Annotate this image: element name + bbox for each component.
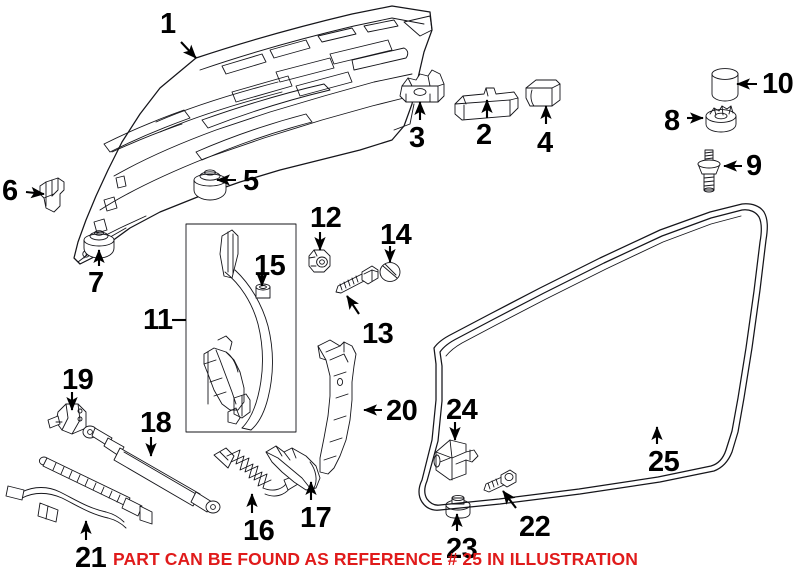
part-21-wiring-harness bbox=[5, 456, 153, 529]
callout-number-15: 15 bbox=[254, 250, 286, 282]
callout-number-13: 13 bbox=[362, 318, 394, 350]
part-15-grommet bbox=[255, 283, 271, 299]
callout-number-10: 10 bbox=[762, 68, 794, 100]
callout-number-9: 9 bbox=[746, 150, 762, 182]
callout-number-21: 21 bbox=[75, 542, 107, 574]
reference-caption: PART CAN BE FOUND AS REFERENCE # 25 IN I… bbox=[113, 549, 638, 569]
part-12-hex-nut bbox=[308, 249, 331, 273]
part-17-hinge-cover bbox=[265, 445, 321, 491]
part-18-gas-strut bbox=[82, 425, 221, 514]
part-25-trunk-lid-weatherstrip bbox=[418, 203, 768, 511]
part-20-hinge-arm bbox=[317, 339, 357, 475]
callout-number-3: 3 bbox=[409, 122, 425, 154]
part-24-trunk-latch bbox=[433, 439, 479, 481]
part-6-retainer-clip bbox=[39, 177, 65, 213]
part-22-flange-bolt bbox=[483, 469, 517, 493]
callout-number-12: 12 bbox=[310, 202, 342, 234]
callout-number-25: 25 bbox=[648, 446, 680, 478]
part-10-cylindrical-bumper bbox=[711, 68, 739, 102]
callout-number-11: 11 bbox=[143, 304, 173, 336]
callout-number-22: 22 bbox=[519, 511, 551, 543]
callout-number-4: 4 bbox=[537, 127, 553, 159]
callout-number-7: 7 bbox=[88, 267, 104, 299]
part-4-end-cap-clip bbox=[525, 79, 561, 107]
callout-number-19: 19 bbox=[62, 364, 94, 396]
callout-number-6: 6 bbox=[2, 175, 18, 207]
part-3-bracket-clip-left bbox=[399, 69, 445, 103]
callout-number-5: 5 bbox=[243, 165, 259, 197]
part-11-hinge-assembly-boxed bbox=[185, 223, 297, 433]
callout-number-17: 17 bbox=[300, 502, 332, 534]
callout-number-24: 24 bbox=[446, 394, 478, 426]
part-14-washer bbox=[379, 262, 401, 282]
part-7-rubber-bumper-stop bbox=[83, 230, 115, 259]
callout-number-23: 23 bbox=[446, 533, 478, 565]
callout-number-2: 2 bbox=[476, 119, 492, 151]
callout-number-16: 16 bbox=[243, 515, 275, 547]
callout-number-18: 18 bbox=[140, 407, 172, 439]
callout-number-14: 14 bbox=[380, 219, 412, 251]
part-19-strut-bracket bbox=[47, 403, 87, 435]
part-13-hex-bolt bbox=[335, 265, 379, 294]
callout-leader-lines bbox=[25, 41, 757, 540]
part-8-flange-nut bbox=[705, 105, 737, 133]
callout-number-8: 8 bbox=[664, 105, 680, 137]
part-9-stud-bolt bbox=[697, 149, 721, 193]
callout-number-1: 1 bbox=[160, 8, 176, 40]
callout-number-20: 20 bbox=[386, 395, 418, 427]
